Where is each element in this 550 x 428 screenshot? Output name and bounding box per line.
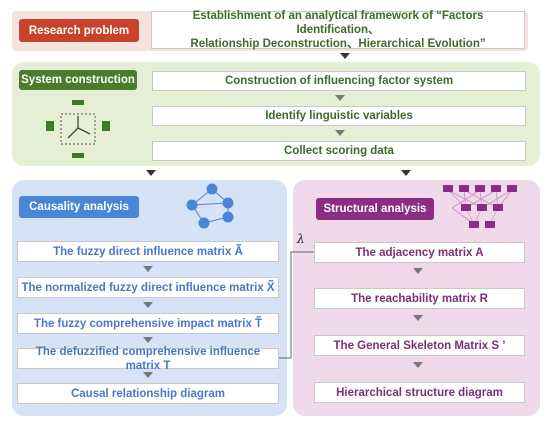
causality-step-3: The fuzzy comprehensive impact matrix T̃… <box>17 313 279 334</box>
system-network-icon <box>46 100 110 158</box>
causality-step-2: The normalized fuzzy direct influence ma… <box>17 277 279 298</box>
system-step-2: Identify linguistic variables <box>152 106 526 126</box>
arrow-system-2-3 <box>335 130 345 136</box>
arrow-structural-2-3 <box>413 315 423 321</box>
causality-analysis-tag: Causality analysis <box>19 196 139 218</box>
system-step-3: Collect scoring data <box>152 141 526 161</box>
structural-analysis-tag: Structural analysis <box>316 198 434 220</box>
structural-step-4: Hierarchical structure diagram <box>314 382 525 403</box>
structural-step-3: The General Skeleton Matrix S ’ <box>314 335 525 356</box>
lambda-label: λ <box>297 232 305 246</box>
causality-step-1: The fuzzy direct influence matrix Ã̃ <box>17 241 279 262</box>
arrow-causality-2-3 <box>143 302 153 308</box>
arrow-system-to-causality <box>146 170 156 176</box>
research-title-box: Establishment of an analytical framework… <box>151 10 525 50</box>
causality-step-4: The defuzzified comprehensive influence … <box>17 346 279 372</box>
arrow-structural-1-2 <box>413 268 423 274</box>
arrow-causality-1-2 <box>143 266 153 272</box>
arrow-system-to-structural <box>401 170 411 176</box>
arrow-research-to-system <box>340 53 350 59</box>
arrow-system-1-2 <box>335 95 345 101</box>
causality-network-icon <box>186 183 234 229</box>
structural-step-2: The reachability matrix R <box>314 288 525 309</box>
research-title-line1: Establishment of an analytical framework… <box>192 10 484 36</box>
structural-step-1: The adjacency matrix A <box>314 242 525 263</box>
system-step-1: Construction of influencing factor syste… <box>152 71 526 91</box>
arrow-causality-4-5 <box>143 372 153 378</box>
research-problem-tag: Research problem <box>19 19 139 42</box>
system-construction-tag: System construction <box>19 70 137 90</box>
arrow-causality-3-4 <box>143 337 153 343</box>
arrow-structural-3-4 <box>413 362 423 368</box>
connector-t-to-adjacency <box>279 251 314 359</box>
research-title-line2: Relationship Deconstruction、Hierarchical… <box>190 38 486 50</box>
causality-step-5: Causal relationship diagram <box>17 383 279 404</box>
structural-hierarchy-icon <box>443 185 517 228</box>
